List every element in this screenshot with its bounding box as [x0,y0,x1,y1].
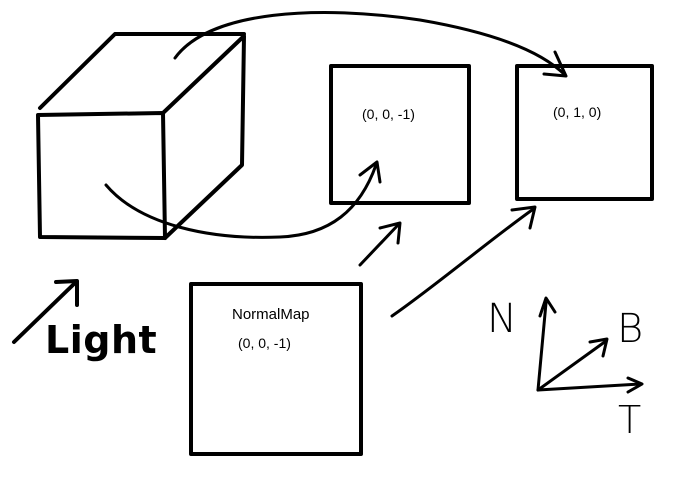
normal-map-vector-label: (0, 0, -1) [238,335,291,351]
arrow-cube-top-to-right-box [173,11,568,78]
n-axis-label: N [487,296,517,342]
middle-box-vector-label: (0, 0, -1) [362,106,415,122]
arrow-normalmap-to-middle-box [358,221,402,267]
arrow-normalmap-to-right-box [390,205,537,318]
right-box-vector-label: (0, 1, 0) [553,104,602,120]
cube-front-face [36,111,167,240]
light-label: Light [45,318,158,362]
b-axis-head [588,337,609,358]
t-axis-head [626,376,644,394]
middle-box [329,64,471,205]
cube [36,32,246,240]
arrow-cube-front-to-middle-box [104,160,382,239]
t-axis [536,382,642,392]
n-axis [536,301,548,392]
cube-side-face [161,34,246,240]
b-axis [536,339,608,392]
normal-map-box [189,282,363,456]
b-axis-label: B [617,306,644,352]
tbn-axes [536,296,644,394]
n-axis-head [538,296,557,318]
cube-top-edges [38,32,246,110]
light-arrow [12,279,79,344]
t-axis-label: T [618,398,642,442]
right-box [515,64,654,201]
normal-map-title: NormalMap [232,306,310,323]
